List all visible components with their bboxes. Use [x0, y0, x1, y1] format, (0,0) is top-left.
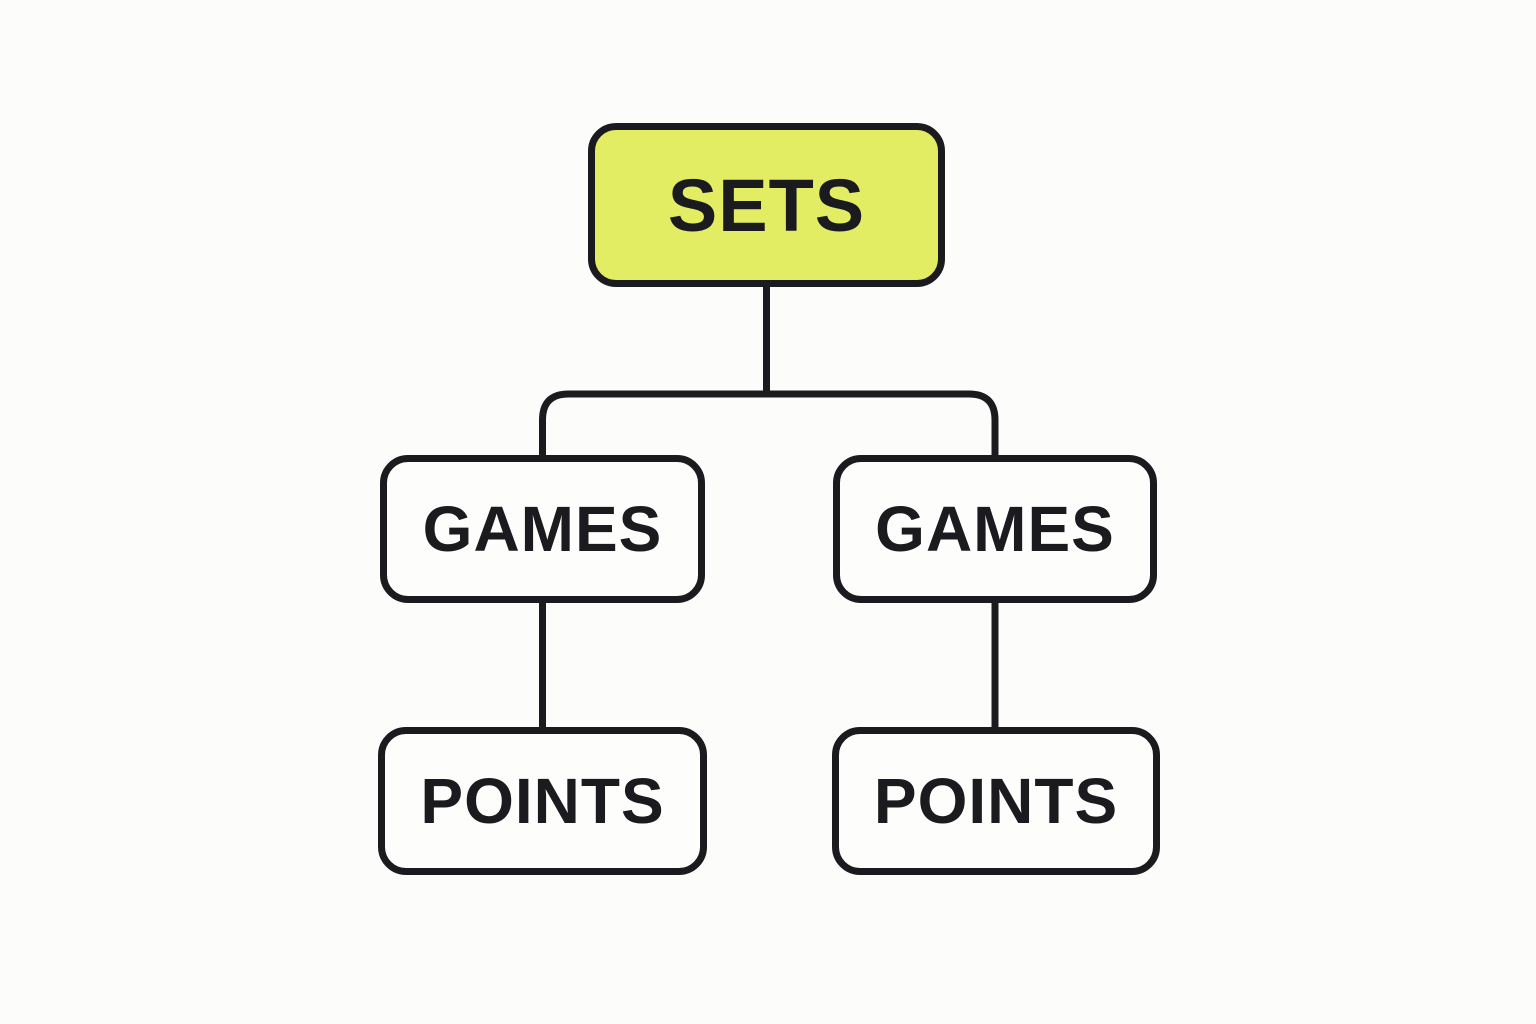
node-sets: SETS — [588, 123, 945, 287]
node-games-right-label: GAMES — [875, 493, 1115, 565]
node-sets-label: SETS — [667, 163, 866, 247]
node-points-right: POINTS — [832, 727, 1160, 875]
node-points-right-label: POINTS — [873, 765, 1119, 837]
connector-branch-bar — [539, 390, 999, 457]
node-points-left-label: POINTS — [420, 765, 665, 837]
node-games-left: GAMES — [380, 455, 705, 603]
node-points-left: POINTS — [378, 727, 707, 875]
node-games-right: GAMES — [833, 455, 1157, 603]
node-games-left-label: GAMES — [422, 493, 663, 565]
